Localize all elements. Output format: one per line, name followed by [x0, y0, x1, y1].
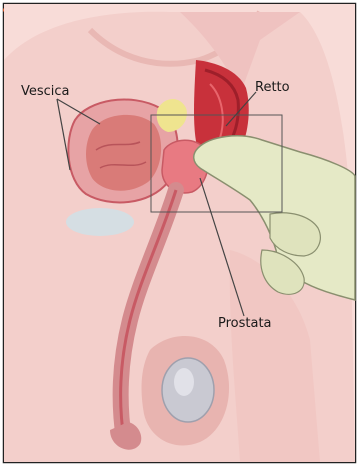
pubic-bone [66, 208, 134, 236]
label-prostate: Prostata [218, 316, 272, 331]
testis-highlight [174, 368, 194, 396]
bladder-lumen [86, 115, 161, 191]
label-bladder: Vescica [21, 84, 70, 99]
label-rectum: Retto [255, 80, 290, 95]
